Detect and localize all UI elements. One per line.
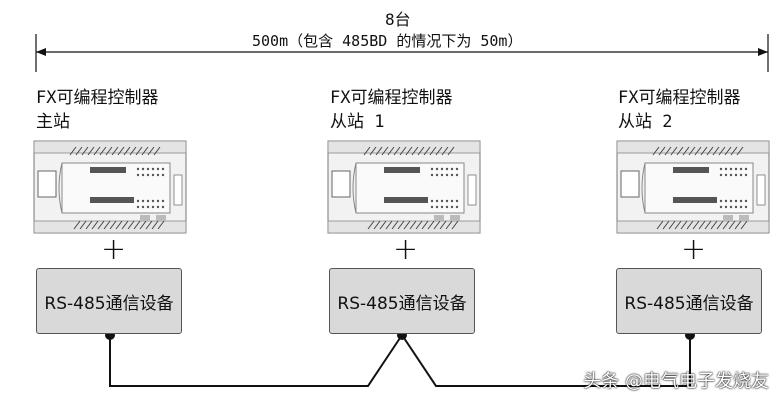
plc-slave2-role: 从站 2	[618, 112, 673, 132]
plc-slave2-title: FX可编程控制器	[618, 88, 741, 108]
cable-distance: 500m（包含 485BD 的情况下为 50m）	[252, 32, 523, 50]
rs485-module-master: RS-485通信设备	[36, 268, 182, 334]
watermark: 头条 @电气电子发烧友	[583, 371, 769, 392]
plc-slave2-image	[616, 140, 770, 234]
plus-sign: +	[681, 232, 707, 267]
module-label: RS-485通信设备	[44, 293, 174, 314]
plc-master-image	[33, 140, 187, 234]
module-label: RS-485通信设备	[624, 293, 754, 314]
plc-master-role: 主站	[36, 112, 70, 132]
plc-slave1-image	[327, 140, 481, 234]
station-count: 8台	[385, 10, 411, 29]
plc-slave1-role: 从站 1	[330, 112, 385, 132]
rs485-module-slave1: RS-485通信设备	[329, 268, 475, 334]
module-label: RS-485通信设备	[337, 293, 467, 314]
plc-slave1-title: FX可编程控制器	[330, 88, 453, 108]
plus-sign: +	[101, 232, 127, 267]
dimension-line	[35, 34, 769, 72]
rs485-module-slave2: RS-485通信设备	[616, 268, 762, 334]
plus-sign: +	[393, 232, 419, 267]
plc-master-title: FX可编程控制器	[36, 88, 159, 108]
